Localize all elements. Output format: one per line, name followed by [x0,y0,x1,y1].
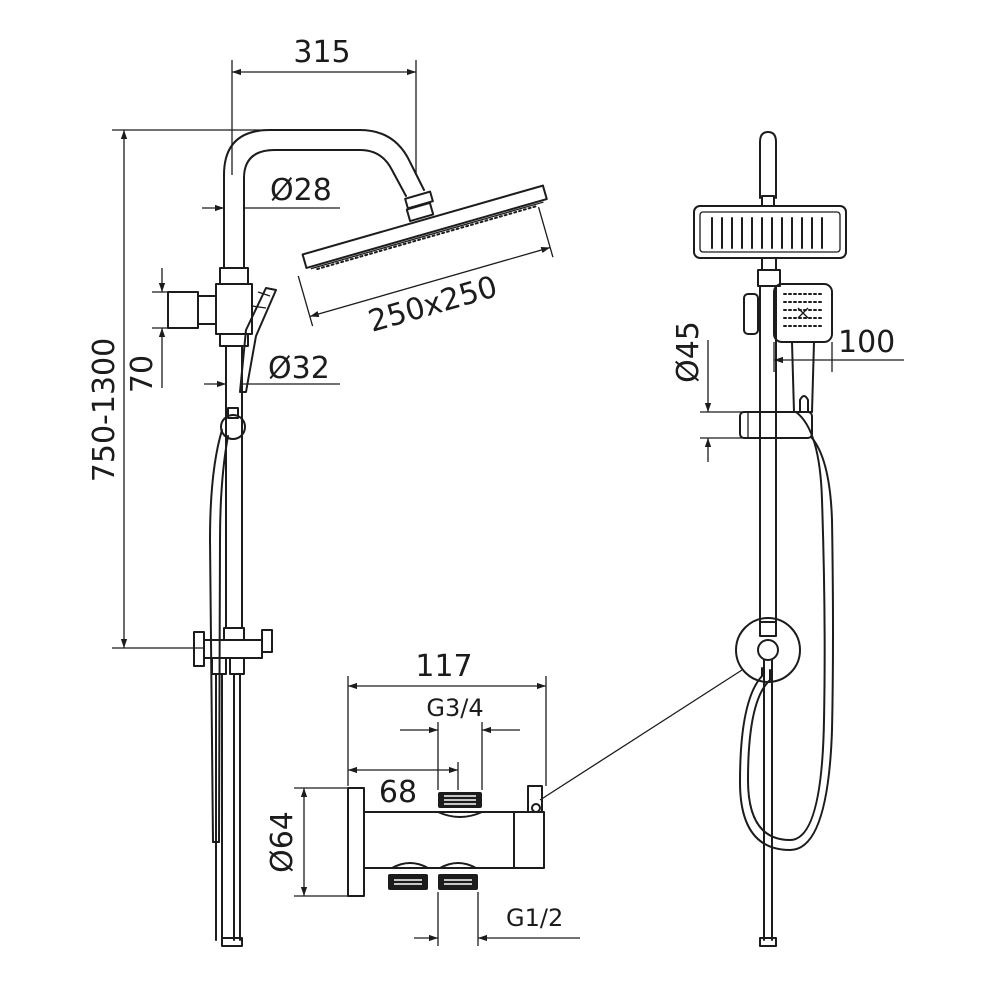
mixer-handle [513,811,545,869]
label-mixer-length: 117 [415,649,472,684]
label-arm-reach: 315 [293,35,350,70]
detail-leader-line [539,669,743,801]
mixer-flange [347,787,365,897]
hand-shower-nozzles [783,293,823,327]
slide-holder [220,414,246,440]
riser-pipe-inner [243,149,407,269]
front-hose [747,411,826,841]
mixer-detail-view: 117 G3/4 68 Ø64 G1/2 [265,649,580,946]
label-rail-diameter: Ø32 [268,351,330,386]
label-inlet-spacing: 68 [379,775,417,810]
front-hand-shower-head [773,283,833,343]
label-outlet-thread: G3/4 [426,694,483,722]
label-arm-diameter: Ø28 [270,173,332,208]
label-height-range: 750-1300 [87,338,122,482]
wall-bracket [197,295,217,325]
label-bracket-offset: 70 [125,355,160,393]
wall-plate [167,291,199,329]
label-head-size: 250x250 [365,270,502,340]
front-view: Ø45 100 [539,131,904,947]
hose-side [209,429,223,843]
riser-upper-joint [219,267,249,285]
front-wall-flange [735,617,801,683]
label-hand-diameter: Ø45 [671,321,706,383]
riser-lower-joint [219,333,249,347]
side-view: 315 Ø28 250x250 750-1300 70 Ø32 [87,35,554,947]
mixer-inlet-thread-left [388,874,428,890]
front-slide-holder [739,411,813,439]
rail-lower-joint [223,627,245,641]
mixer-side-body [203,639,263,659]
label-mixer-diameter: Ø64 [265,811,300,873]
label-inlet-thread: G1/2 [506,904,563,932]
arm-nut-lower [405,201,435,223]
label-hand-width: 100 [838,325,895,360]
mixer-outlet [437,811,483,818]
dim-line-250 [309,246,551,318]
mixer-inlet-thread-right [438,874,478,890]
shower-head-ribs [711,217,823,249]
front-shower-head [693,205,847,259]
hand-shower-side [239,287,277,393]
front-riser-top [759,131,777,199]
front-hand-shower-handle [791,341,815,413]
